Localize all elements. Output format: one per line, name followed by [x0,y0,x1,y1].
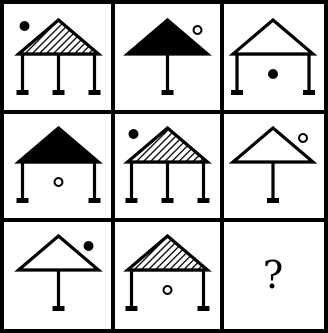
hatched-roof [128,236,208,270]
hatched-roof [19,20,99,54]
foot [303,90,315,95]
figure-cell [19,236,99,311]
answer-cell: ? [263,253,283,297]
solid-dot [84,241,94,251]
figures-layer: ? [17,20,316,311]
foot [267,198,279,203]
foot [162,90,174,95]
foot [53,90,65,95]
solid-dot [129,129,139,139]
foot [231,90,243,95]
foot [53,306,65,311]
black-roof [19,128,99,162]
foot [126,198,138,203]
figure-cell [17,20,101,95]
hollow-dot [164,286,172,294]
hollow-dot [299,134,307,142]
foot [126,306,138,311]
hollow-dot [194,26,202,34]
foot [17,90,29,95]
solid-dot [20,21,30,31]
black-roof [128,20,208,54]
figure-cell [126,236,210,311]
hatched-roof [128,128,208,162]
white-roof [233,128,313,162]
foot [89,90,101,95]
figure-cell [128,20,208,95]
foot [89,198,101,203]
white-roof [233,20,313,54]
figure-cell [231,20,315,95]
hollow-dot [55,178,63,186]
foot [17,198,29,203]
foot [162,198,174,203]
question-mark: ? [263,253,283,297]
figure-cell [17,128,101,203]
foot [198,306,210,311]
figure-cell [126,128,210,203]
white-roof [19,236,99,270]
solid-dot [268,69,278,79]
figure-cell [233,128,313,203]
foot [198,198,210,203]
